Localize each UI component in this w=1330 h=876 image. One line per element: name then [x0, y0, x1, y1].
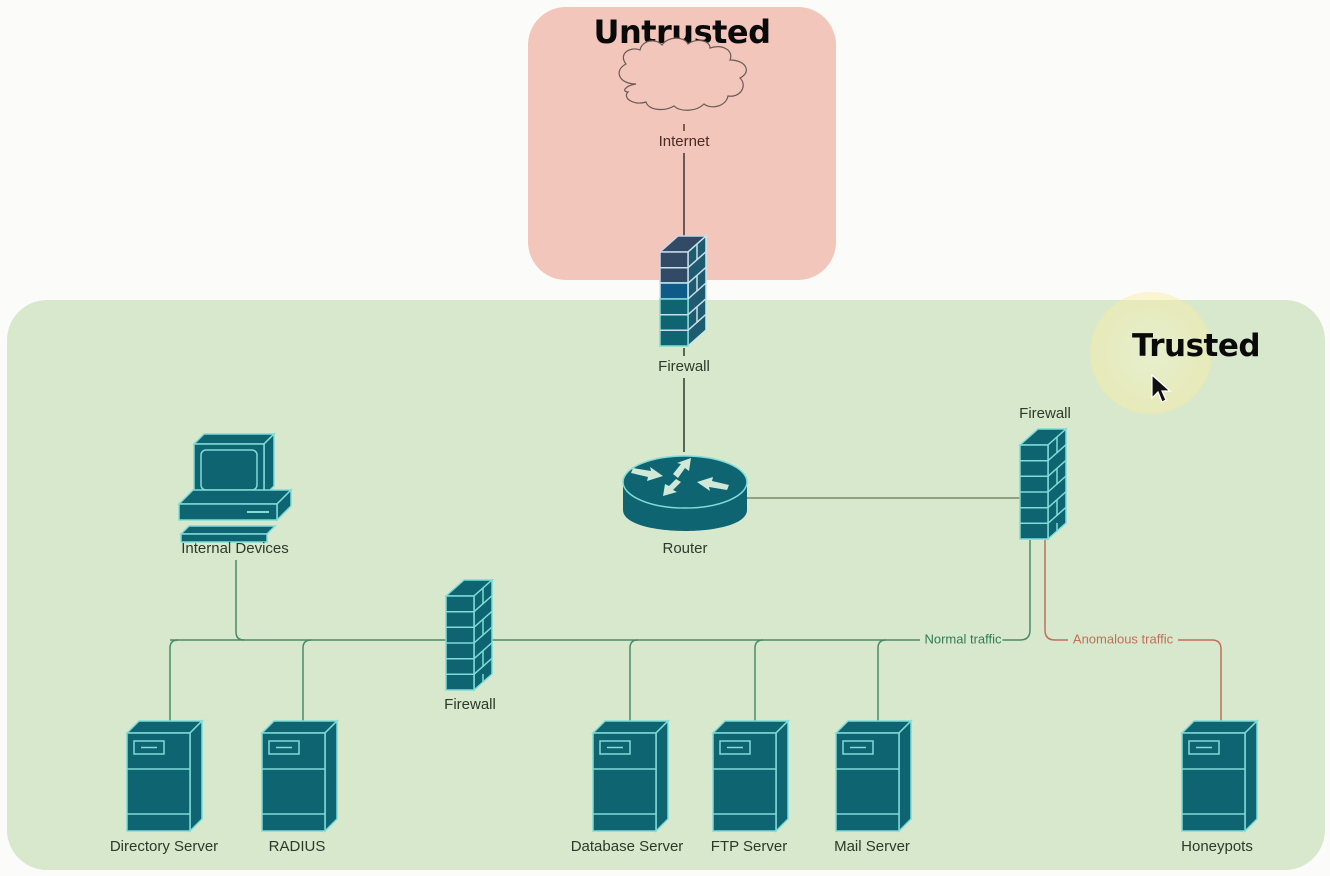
firewall-icon	[1019, 428, 1067, 540]
normal-traffic-label: Normal traffic	[923, 631, 1003, 647]
cursor-highlight	[1090, 292, 1212, 414]
honeypots-label: Honeypots	[1181, 838, 1253, 855]
edge-firewall-label: Firewall	[658, 358, 710, 375]
ftp-server-label: FTP Server	[710, 838, 788, 855]
server-icon	[835, 720, 912, 832]
cloud-icon	[618, 37, 747, 111]
server-icon	[1181, 720, 1258, 832]
firewall-icon	[658, 234, 708, 348]
radius-label: RADIUS	[268, 838, 326, 855]
mail-server-label: Mail Server	[834, 838, 910, 855]
internet-label: Internet	[658, 133, 710, 150]
server-icon	[592, 720, 669, 832]
internal-firewall-label: Firewall	[444, 696, 496, 713]
directory-server-label: Directory Server	[109, 838, 219, 855]
server-icon	[712, 720, 789, 832]
mouse-pointer-icon	[1151, 374, 1172, 403]
anomalous-traffic-link	[1044, 540, 1222, 722]
workstation-icon	[177, 432, 293, 543]
normal-traffic-bus	[169, 540, 1031, 722]
anomalous-traffic-label: Anomalous traffic	[1071, 631, 1175, 647]
right-firewall-label: Firewall	[1019, 405, 1071, 422]
server-icon	[126, 720, 203, 832]
router-icon	[622, 455, 748, 531]
database-server-label: Database Server	[570, 838, 684, 855]
internal-devices-label: Internal Devices	[181, 540, 289, 557]
router-label: Router	[662, 540, 708, 557]
server-icon	[261, 720, 338, 832]
firewall-icon	[445, 579, 493, 691]
trusted-zone-title: Trusted	[1132, 328, 1261, 364]
